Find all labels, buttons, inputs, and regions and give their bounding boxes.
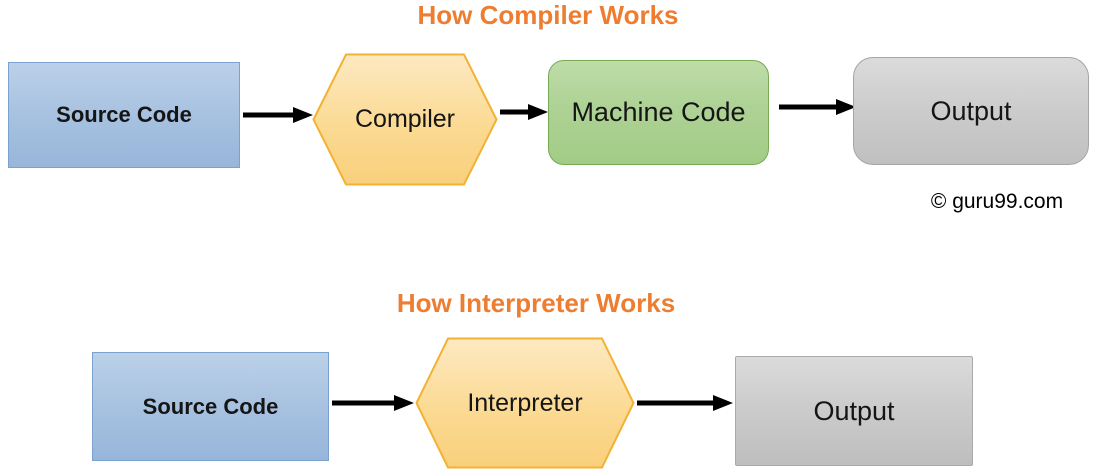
machine-code-node: Machine Code bbox=[548, 60, 769, 165]
compiler-source-code-node: Source Code bbox=[8, 62, 240, 168]
interpreter-hexagon-label: Interpreter bbox=[467, 388, 583, 417]
arrow-source-to-compiler-icon bbox=[243, 107, 313, 123]
arrow-source-to-interpreter-icon bbox=[332, 395, 414, 411]
compiler-hexagon-label: Compiler bbox=[354, 105, 456, 133]
compiler-flow-title: How Compiler Works bbox=[417, 0, 679, 30]
interpreter-source-code-label: Source Code bbox=[142, 393, 279, 419]
interpreter-output-node: Output bbox=[735, 356, 973, 466]
interpreter-flow-title: How Interpreter Works bbox=[396, 288, 676, 318]
interpreter-hexagon-node: Interpreter bbox=[415, 337, 635, 469]
arrow-compiler-to-machine-code-icon bbox=[500, 104, 548, 120]
compiler-source-code-label: Source Code bbox=[56, 102, 192, 127]
machine-code-label: Machine Code bbox=[571, 97, 746, 127]
watermark: © guru99.com bbox=[930, 190, 1064, 213]
compiler-output-label: Output bbox=[930, 95, 1012, 126]
interpreter-source-code-node: Source Code bbox=[92, 352, 329, 461]
arrow-interpreter-to-output-icon bbox=[637, 395, 733, 411]
arrow-machine-code-to-output-icon bbox=[779, 99, 856, 115]
hexagon-shape-icon bbox=[415, 337, 635, 469]
compiler-hexagon-node: Compiler bbox=[312, 53, 498, 186]
interpreter-output-label: Output bbox=[813, 395, 895, 426]
hexagon-shape-icon bbox=[312, 53, 498, 186]
compiler-output-node: Output bbox=[853, 57, 1089, 165]
